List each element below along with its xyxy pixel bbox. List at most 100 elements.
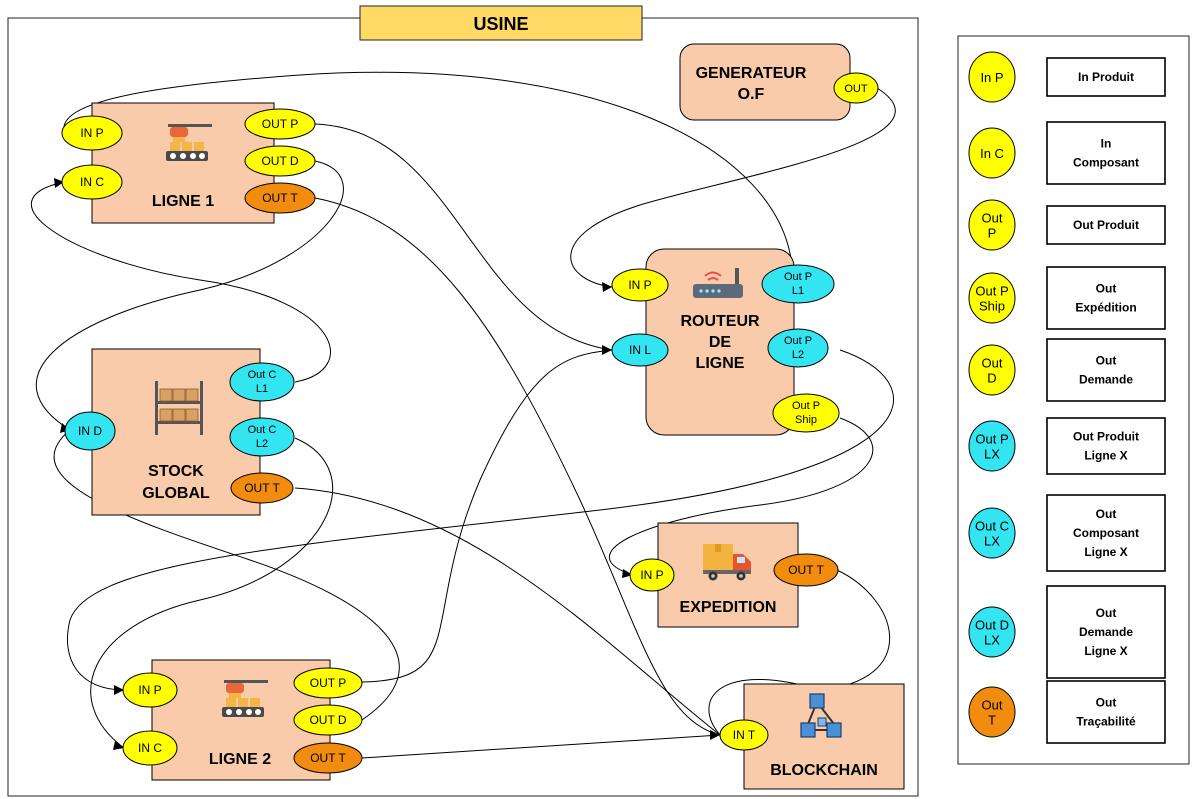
legend-desc-box-5 xyxy=(1046,417,1166,475)
stock-port-out-c-l1[interactable] xyxy=(229,362,295,402)
legend-desc-label-3-0: Out xyxy=(1096,282,1117,296)
conn-stock-outt-blockchain xyxy=(294,487,721,736)
conn-ligne2-outp-routeur-inl xyxy=(361,349,613,683)
legend-port-label-5-0: Out P xyxy=(975,432,1008,447)
delivery-truck-icon xyxy=(703,544,751,581)
legend-port-5 xyxy=(968,420,1016,472)
legend-port-8 xyxy=(968,686,1016,738)
ligne2-name: LIGNE 2 xyxy=(209,751,271,768)
block-routeur: ROUTEUR DE LIGNE IN P IN L Out P L1 Out … xyxy=(611,248,840,436)
legend-port-3 xyxy=(968,272,1016,324)
ligne2-port-in-c[interactable] xyxy=(122,730,178,766)
expedition-box xyxy=(657,522,799,628)
routeur-port-out-p-l1[interactable] xyxy=(761,264,835,304)
legend-desc-label-6-2: Ligne X xyxy=(1084,545,1127,559)
conn-routeur-l2-ligne2-inp xyxy=(66,349,895,691)
routeur-port-out-p-ship[interactable] xyxy=(772,393,840,433)
blockchain-port-in-t-label: IN T xyxy=(733,728,756,742)
routeur-name-line3: LIGNE xyxy=(696,355,745,372)
stock-port-out-c-l1-label-b: L1 xyxy=(256,383,268,395)
expedition-port-out-t-label: OUT T xyxy=(788,563,824,577)
blockchain-cubes-icon xyxy=(800,693,842,738)
ligne1-port-out-t[interactable] xyxy=(244,182,316,214)
legend-port-label-7-1: LX xyxy=(984,633,1000,648)
conn-stock-outcl2-ligne2-inc xyxy=(90,437,334,749)
expedition-port-in-p[interactable] xyxy=(629,558,675,592)
arrow-ligne2-inc xyxy=(113,741,124,750)
warehouse-shelf-icon xyxy=(155,381,203,435)
expedition-port-out-t[interactable] xyxy=(773,553,839,587)
legend-desc-label-2-0: Out Produit xyxy=(1073,218,1139,232)
generateur-name-line1: GENERATEUR xyxy=(696,65,807,82)
ligne1-port-in-p-label: IN P xyxy=(80,126,103,140)
legend-desc-box-8 xyxy=(1046,680,1166,744)
legend-port-label-1-0: In C xyxy=(980,146,1004,161)
stock-name-line2: GLOBAL xyxy=(142,485,210,502)
generateur-port-out[interactable] xyxy=(833,72,879,104)
routeur-port-out-p-l1-label-b: L1 xyxy=(792,285,804,297)
stock-port-in-d-label: IN D xyxy=(78,424,102,438)
legend-desc-label-5-1: Ligne X xyxy=(1084,449,1127,463)
legend-port-2 xyxy=(968,199,1016,251)
routeur-port-out-p-l2-label-a: Out P xyxy=(784,335,812,347)
legend-port-label-6-0: Out C xyxy=(975,519,1009,534)
conn-routeur-ship-expedition-inp xyxy=(609,417,874,576)
arrow-blockchain-int xyxy=(710,730,720,740)
generateur-box xyxy=(679,43,851,121)
legend-desc-label-1-0: In xyxy=(1101,137,1112,151)
routeur-port-in-p[interactable] xyxy=(611,268,669,302)
conn-ligne1-outp-routeur-inl xyxy=(314,123,613,351)
ligne1-port-out-d[interactable] xyxy=(244,145,316,177)
legend-desc-box-3 xyxy=(1046,266,1166,330)
legend-desc-label-5-0: Out Produit xyxy=(1073,430,1139,444)
routeur-port-in-p-label: IN P xyxy=(628,278,651,292)
legend-desc-label-6-0: Out xyxy=(1096,507,1117,521)
legend-port-1 xyxy=(968,127,1016,179)
routeur-port-in-l[interactable] xyxy=(611,333,669,367)
production-line-icon xyxy=(166,124,212,161)
routeur-name-line1: ROUTEUR xyxy=(680,313,760,330)
router-icon xyxy=(693,268,743,298)
stock-port-in-d[interactable] xyxy=(64,411,116,451)
blockchain-port-in-t[interactable] xyxy=(719,719,769,751)
legend-desc-label-1-1: Composant xyxy=(1073,156,1139,170)
routeur-port-out-p-ship-label-b: Ship xyxy=(795,414,817,426)
ligne2-port-in-p[interactable] xyxy=(122,672,178,708)
stock-port-out-c-l2[interactable] xyxy=(229,417,295,457)
stock-port-out-t[interactable] xyxy=(230,472,294,504)
legend-desc-label-8-0: Out xyxy=(1096,696,1117,710)
usine-title-box xyxy=(359,5,643,41)
legend-port-label-3-1: Ship xyxy=(979,299,1005,314)
ligne2-port-in-c-label: IN C xyxy=(138,741,162,755)
ligne1-port-in-c[interactable] xyxy=(61,164,123,200)
routeur-port-out-p-l2-label-b: L2 xyxy=(792,349,804,361)
ligne2-port-out-t[interactable] xyxy=(293,742,363,774)
ligne1-port-out-p[interactable] xyxy=(244,108,316,140)
production-line-icon xyxy=(222,680,268,717)
conn-ligne2-outt-blockchain xyxy=(361,734,721,759)
ligne1-port-in-c-label: IN C xyxy=(80,175,104,189)
generateur-port-out-label: OUT xyxy=(844,83,868,95)
conn-ligne2-outd-stock-ind xyxy=(53,429,400,721)
legend-desc-label-7-0: Out xyxy=(1096,606,1117,620)
ligne1-port-in-p[interactable] xyxy=(61,115,123,151)
conn-ligne1-outd-stock-ind xyxy=(36,160,344,431)
routeur-port-in-l-label: IN L xyxy=(629,343,651,357)
legend-desc-label-7-2: Ligne X xyxy=(1084,644,1127,658)
conn-ligne1-outt-blockchain xyxy=(314,197,721,736)
conn-stock-outcl1-ligne1-inc xyxy=(30,181,332,383)
legend-desc-label-8-1: Traçabilité xyxy=(1076,715,1136,729)
legend-port-label-6-1: LX xyxy=(984,534,1000,549)
ligne1-box xyxy=(91,102,275,224)
ligne2-port-in-p-label: IN P xyxy=(138,683,161,697)
legend-port-6 xyxy=(968,507,1016,559)
legend-desc-label-0-0: In Produit xyxy=(1078,70,1134,84)
routeur-port-out-p-l2[interactable] xyxy=(767,328,829,368)
ligne2-port-out-p[interactable] xyxy=(293,667,363,699)
legend-port-label-8-0: Out xyxy=(982,698,1003,713)
legend-port-0 xyxy=(968,51,1016,103)
ligne2-port-out-d[interactable] xyxy=(293,704,363,736)
